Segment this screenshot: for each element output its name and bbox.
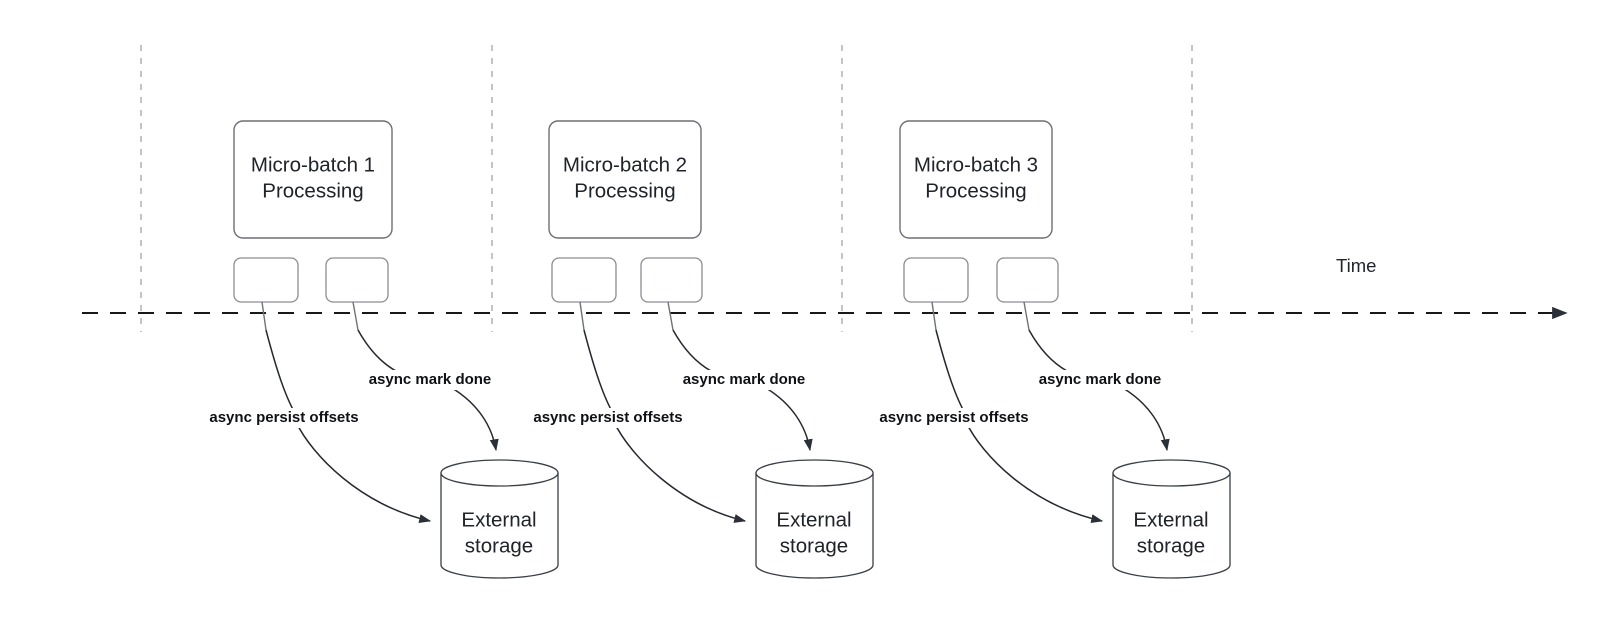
external-storage-1-top — [440, 459, 559, 487]
external-storage-3-label-line1: External — [1133, 508, 1208, 531]
external-storage-2-label-line1: External — [776, 508, 851, 531]
async-persist-offsets-2-label-bg — [518, 408, 698, 428]
async-mark-done-2-label-bg — [674, 370, 814, 390]
task-stem-2b — [667, 301, 674, 331]
async-persist-offsets-2-label: async persist offsets — [533, 409, 682, 426]
async-mark-done-2-curve-tail — [765, 387, 813, 452]
task-box-2b[interactable] — [640, 257, 703, 303]
time-axis-label: Time — [1336, 255, 1376, 276]
async-persist-offsets-3-curve-tail — [965, 421, 1104, 524]
group-3: Micro-batch 3 Processing External storag… — [864, 120, 1231, 579]
external-storage-1[interactable]: External storage — [440, 459, 559, 579]
async-mark-done-3-curve-tail — [1122, 387, 1170, 452]
micro-batch-2-label-line1: Micro-batch 2 — [563, 153, 687, 176]
async-mark-done-1-curve — [357, 329, 397, 372]
async-persist-offsets-1-curve-tail — [295, 421, 432, 523]
micro-batch-1-label-line2: Processing — [262, 179, 363, 202]
async-persist-offsets-2-curve — [583, 329, 615, 416]
async-persist-offsets-3-curve — [935, 329, 967, 416]
micro-batch-1-label-line1: Micro-batch 1 — [251, 153, 375, 176]
task-stem-1a — [261, 301, 267, 331]
external-storage-1-label-line1: External — [461, 508, 536, 531]
async-persist-offsets-3-label: async persist offsets — [879, 409, 1028, 426]
task-stem-2a — [579, 301, 585, 331]
async-mark-done-3-curve — [1028, 329, 1068, 372]
async-mark-done-1-curve-tail — [451, 387, 499, 452]
group-1: Micro-batch 1 Processing External storag… — [194, 120, 559, 579]
task-stem-1b — [352, 301, 359, 331]
external-storage-2-label-line2: storage — [780, 534, 848, 557]
micro-batch-3-box[interactable] — [899, 120, 1053, 239]
async-persist-offsets-1-label-bg — [194, 408, 374, 428]
async-mark-done-2-curve — [672, 329, 712, 372]
external-storage-1-label-line2: storage — [465, 534, 533, 557]
micro-batch-2-label-line2: Processing — [574, 179, 675, 202]
micro-batch-2-box[interactable] — [548, 120, 702, 239]
external-storage-3-body — [1112, 472, 1231, 579]
external-storage-3-label-line2: storage — [1137, 534, 1205, 557]
micro-batch-1-box[interactable] — [233, 120, 393, 239]
timeline-tick-group — [140, 45, 1193, 332]
async-persist-offsets-1-curve — [265, 329, 297, 416]
external-storage-2[interactable]: External storage — [755, 459, 874, 579]
task-box-3a[interactable] — [903, 257, 969, 303]
task-box-1b[interactable] — [325, 257, 389, 303]
async-mark-done-1-label-bg — [360, 370, 500, 390]
external-storage-1-body — [440, 472, 559, 579]
async-mark-done-3-label-bg — [1030, 370, 1170, 390]
task-box-1a[interactable] — [233, 257, 299, 303]
micro-batch-3-label-line1: Micro-batch 3 — [914, 153, 1038, 176]
async-mark-done-1-label: async mark done — [369, 371, 492, 388]
async-mark-done-2-label: async mark done — [683, 371, 806, 388]
async-persist-offsets-3-label-bg — [864, 408, 1044, 428]
external-storage-2-top — [755, 459, 874, 487]
async-persist-offsets-1-label: async persist offsets — [209, 409, 358, 426]
task-box-3b[interactable] — [996, 257, 1059, 303]
task-box-2a[interactable] — [551, 257, 617, 303]
async-persist-offsets-2-curve-tail — [613, 421, 747, 523]
micro-batch-3-label-line2: Processing — [925, 179, 1026, 202]
task-stem-3b — [1023, 301, 1030, 331]
task-stem-3a — [931, 301, 937, 331]
external-storage-3[interactable]: External storage — [1112, 459, 1231, 579]
async-mark-done-3-label: async mark done — [1039, 371, 1162, 388]
group-2: Micro-batch 2 Processing External storag… — [518, 120, 874, 579]
external-storage-3-top — [1112, 459, 1231, 487]
external-storage-2-body — [755, 472, 874, 579]
